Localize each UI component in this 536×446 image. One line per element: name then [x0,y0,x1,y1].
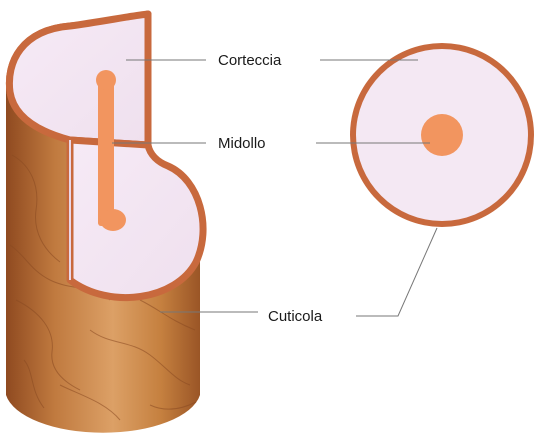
medulla-label: Midollo [218,135,266,152]
cortex-label: Corteccia [218,52,282,69]
cuticle-leader-right [356,228,437,316]
hair-shaft-3d [6,14,203,433]
cortex-upper-face [9,14,148,145]
cuticle-label: Cuticola [268,308,323,325]
medulla-disc [421,114,463,156]
cortex-lower-face [70,140,203,298]
hair-cross-section [350,43,534,227]
